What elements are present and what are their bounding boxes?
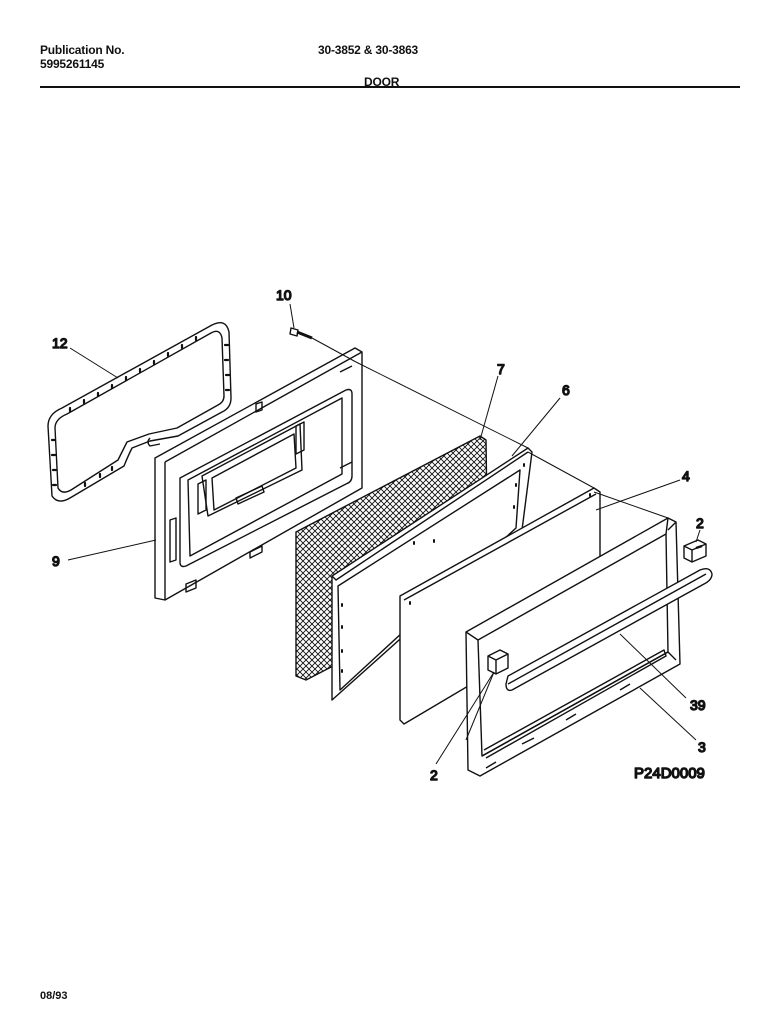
callout-39: 39 [690, 697, 706, 713]
callout-6: 6 [562, 382, 570, 398]
callout-12: 12 [52, 335, 68, 351]
inner-door-panel [331, 447, 533, 701]
callout-4: 4 [682, 468, 690, 484]
handle-end-cap-right [683, 539, 707, 563]
revision-date: 08/93 [40, 990, 68, 1002]
section-title: DOOR [364, 75, 400, 89]
inner-door-liner [154, 347, 363, 601]
leader-lines [67, 303, 701, 765]
callout-2-right: 2 [696, 515, 704, 531]
callout-7: 7 [497, 361, 505, 377]
callout-2-bottom: 2 [430, 767, 438, 783]
publication-number: 5995261145 [40, 57, 105, 71]
callout-10: 10 [276, 287, 292, 303]
drawing-code: P24D0009 [634, 765, 705, 782]
screw [289, 327, 313, 340]
publication-label: Publication No. [40, 43, 125, 57]
handle-end-cap-left [487, 649, 509, 675]
door-gasket [47, 322, 232, 502]
door-handle [505, 567, 713, 692]
callout-9: 9 [52, 553, 60, 569]
header-rule [40, 86, 740, 88]
model-numbers: 30-3852 & 30-3863 [318, 43, 419, 57]
callout-3: 3 [698, 739, 706, 755]
